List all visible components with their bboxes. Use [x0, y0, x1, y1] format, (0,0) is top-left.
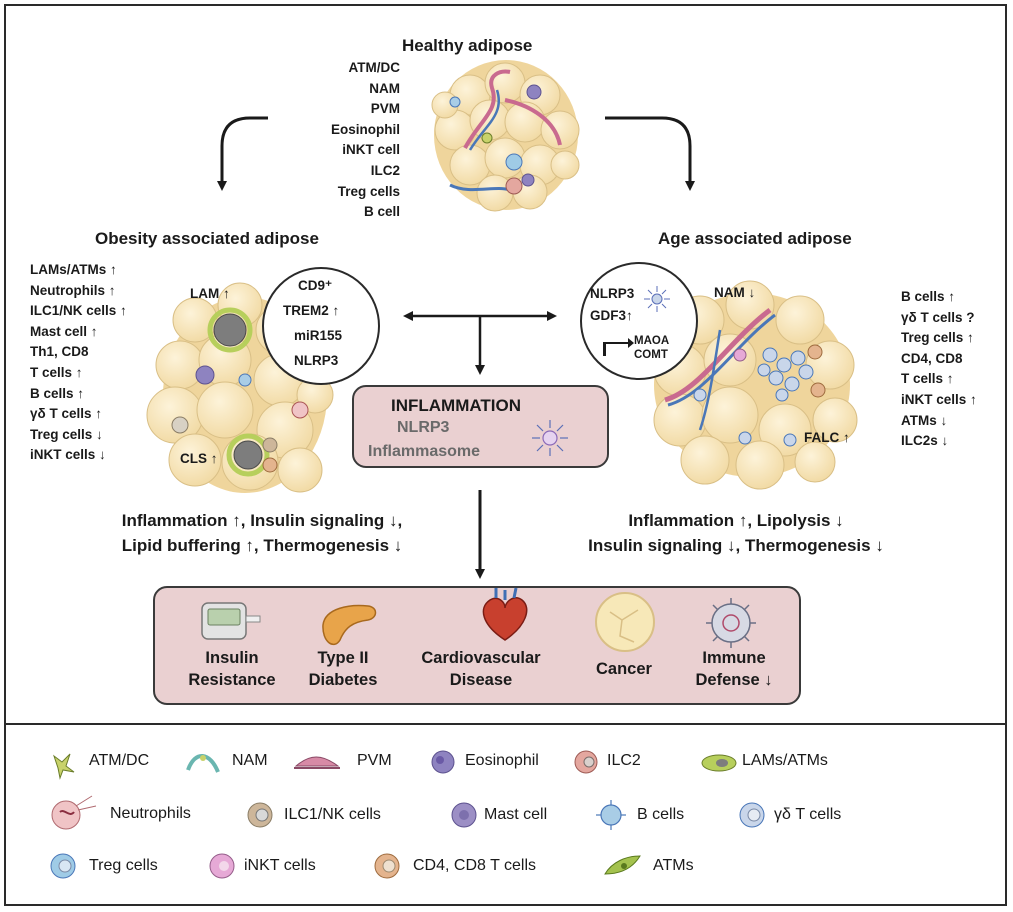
obesity-cell-list: LAMs/ATMs ↑ Neutrophils ↑ ILC1/NK cells … — [30, 260, 127, 466]
nam-label: NAM ↓ — [714, 285, 756, 300]
disease-type2-diabetes: Type II Diabetes — [304, 647, 382, 691]
disease-line: Cardiovascular — [421, 649, 541, 667]
nlrp3-label: NLRP3 — [397, 419, 450, 436]
legend-label: CD4, CD8 T cells — [413, 857, 536, 874]
aging-cell-item: iNKT cells ↑ — [901, 391, 977, 407]
aging-cell-item: ATMs ↓ — [901, 412, 948, 428]
aging-cell-item: γδ T cells ? — [901, 309, 975, 325]
obesity-effect-line: Lipid buffering ↑, Thermogenesis ↓ — [121, 536, 403, 555]
legend-label: Treg cells — [89, 857, 158, 874]
aging-cell-item: Treg cells ↑ — [901, 330, 974, 346]
disease-box — [153, 586, 801, 705]
aging-cell-item: CD4, CD8 — [901, 350, 963, 366]
disease-line: Immune — [702, 649, 766, 667]
aging-cell-item: T cells ↑ — [901, 371, 954, 387]
legend-label: Mast cell — [484, 806, 548, 823]
obesity-cell-item: Treg cells ↓ — [30, 426, 103, 442]
disease-cancer: Cancer — [586, 658, 662, 680]
disease-line: Type II — [317, 649, 369, 667]
healthy-cell-item: ATM/DC — [348, 60, 401, 75]
aging-circle-item: GDF3↑ — [590, 308, 633, 323]
aging-circle-item: COMT — [634, 349, 668, 361]
disease-cardiovascular: Cardiovascular Disease — [418, 647, 544, 691]
healthy-cell-item: NAM — [369, 80, 400, 96]
obesity-circle-item: NLRP3 — [294, 353, 339, 368]
disease-line: Cancer — [596, 660, 652, 678]
healthy-cell-list: ATM/DC NAM PVM Eosinophil iNKT cell ILC2… — [318, 58, 400, 223]
disease-line: Disease — [449, 671, 513, 689]
legend-label: iNKT cells — [244, 857, 316, 874]
obesity-cell-item: γδ T cells ↑ — [30, 406, 102, 422]
obesity-cell-item: iNKT cells ↓ — [30, 447, 106, 463]
obesity-adipose-title: Obesity associated adipose — [95, 229, 319, 248]
obesity-circle-item: TREM2 ↑ — [283, 303, 340, 318]
aging-inset-circle — [580, 262, 698, 380]
inflammation-box — [352, 385, 609, 468]
disease-line: Resistance — [188, 671, 276, 689]
legend-label: ILC2 — [607, 752, 641, 769]
aging-adipose-cluster — [653, 280, 858, 490]
lam-label: LAM ↑ — [190, 286, 230, 301]
inflammation-title: INFLAMMATION — [391, 396, 521, 415]
obesity-cell-item: ILC1/NK cells ↑ — [30, 303, 127, 319]
disease-immune-defense: Immune Defense ↓ — [688, 647, 780, 691]
disease-line: Diabetes — [308, 671, 378, 689]
obesity-cell-item: B cells ↑ — [30, 385, 85, 401]
healthy-cell-item: ILC2 — [370, 162, 400, 178]
aging-effects: Inflammation ↑, Lipolysis ↓ Insulin sign… — [560, 508, 912, 558]
obesity-cell-item: T cells ↑ — [30, 364, 83, 380]
aging-circle-item: MAOA — [634, 335, 670, 347]
obesity-cell-item: Th1, CD8 — [30, 344, 89, 360]
legend-label: ILC1/NK cells — [284, 806, 381, 823]
disease-line: Insulin — [205, 649, 259, 667]
healthy-adipose-title: Healthy adipose — [402, 36, 533, 55]
healthy-cell-item: B cell — [363, 204, 400, 220]
aging-cell-item: B cells ↑ — [901, 289, 956, 304]
legend-label: Eosinophil — [465, 752, 539, 769]
obesity-effects: Inflammation ↑, Insulin signaling ↓, Lip… — [92, 508, 432, 558]
inflammasome-label: Inflammasome — [368, 443, 481, 460]
aging-cell-list: B cells ↑ γδ T cells ? Treg cells ↑ CD4,… — [901, 287, 977, 452]
obesity-circle-item: miR155 — [294, 328, 343, 343]
obesity-circle-item: CD9⁺ — [298, 278, 333, 293]
legend-label: γδ T cells — [774, 806, 842, 823]
aging-cell-item: ILC2s ↓ — [901, 433, 949, 449]
legend-divider — [4, 723, 1007, 725]
healthy-adipose-cluster — [431, 60, 580, 212]
healthy-cell-item: iNKT cell — [342, 142, 400, 158]
obesity-cell-item: LAMs/ATMs ↑ — [30, 262, 117, 277]
cls-label: CLS ↑ — [180, 451, 218, 466]
obesity-effect-line: Inflammation ↑, Insulin signaling ↓, — [121, 511, 403, 530]
legend-label: LAMs/ATMs — [742, 752, 828, 769]
healthy-cell-item: Eosinophil — [331, 121, 400, 137]
legend-label: B cells — [637, 806, 685, 823]
aging-effect-line: Insulin signaling ↓, Thermogenesis ↓ — [588, 536, 884, 555]
disease-insulin-resistance: Insulin Resistance — [186, 647, 278, 691]
legend-label: ATMs — [653, 857, 694, 874]
healthy-cell-item: PVM — [370, 101, 400, 117]
legend-label: ATM/DC — [89, 752, 150, 769]
healthy-cell-item: Treg cells — [337, 183, 400, 199]
obesity-inset-circle — [262, 267, 380, 385]
legend-label: PVM — [357, 752, 392, 769]
aging-effect-line: Inflammation ↑, Lipolysis ↓ — [628, 511, 844, 530]
arrow-healthy-to-aging — [605, 116, 695, 191]
disease-line: Defense ↓ — [695, 671, 773, 689]
obesity-cell-item: Neutrophils ↑ — [30, 282, 116, 298]
falc-label: FALC ↑ — [804, 430, 850, 445]
aging-circle-item: NLRP3 — [590, 286, 635, 301]
age-adipose-title: Age associated adipose — [658, 229, 852, 248]
legend-label: Neutrophils — [110, 805, 191, 822]
obesity-cell-item: Mast cell ↑ — [30, 323, 98, 339]
arrow-healthy-to-obesity — [217, 116, 268, 191]
legend-label: NAM — [232, 752, 268, 769]
